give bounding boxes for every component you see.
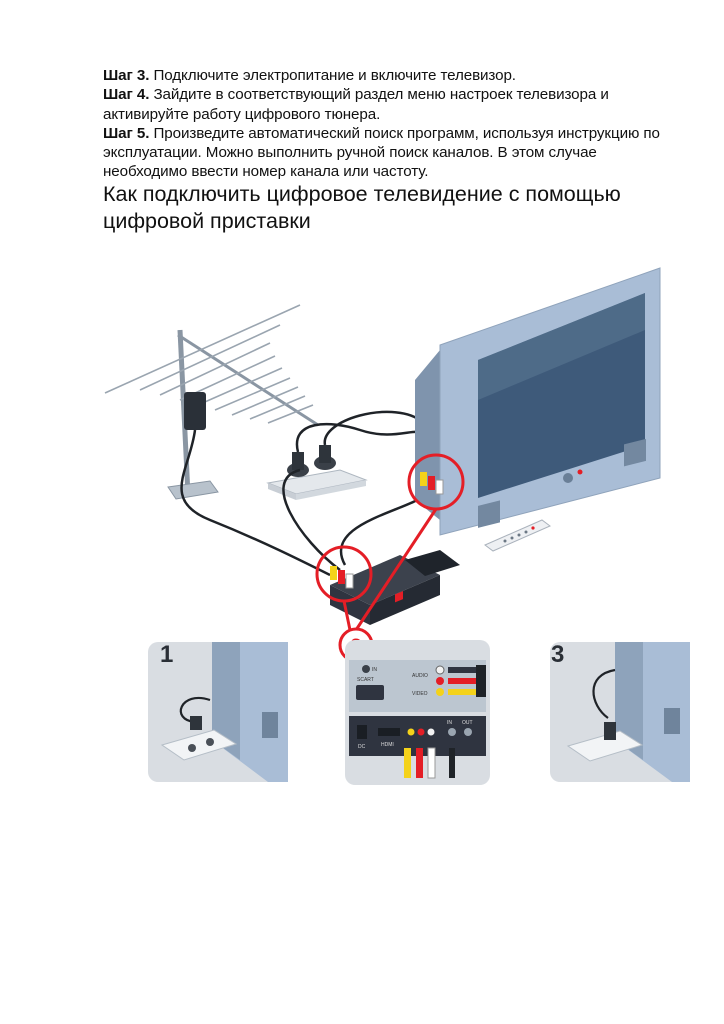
dc-label: DC — [358, 744, 366, 750]
step-4: Шаг 4. Зайдите в соответствующий раздел … — [103, 85, 663, 124]
step-3: Шаг 3. Подключите электропитание и включ… — [103, 66, 663, 85]
receiver — [330, 550, 460, 625]
step-3-text: Подключите электропитание и включите тел… — [149, 67, 516, 84]
step-5: Шаг 5. Произведите автоматический поиск … — [103, 124, 663, 182]
step-5-label: Шаг 5. — [103, 124, 150, 142]
antenna — [104, 304, 319, 500]
panel-3-number: 3 — [551, 641, 564, 668]
step-5-text: Произведите автоматический поиск програм… — [103, 124, 660, 181]
in-label-2: IN — [447, 720, 452, 726]
tv — [415, 267, 661, 536]
out-label: OUT — [462, 720, 473, 726]
page-heading: Как подключить цифровое телевидение с по… — [103, 182, 621, 233]
panel-3: 3 — [550, 641, 690, 782]
step-4-label: Шаг 4. — [103, 86, 150, 104]
audio-label: AUDIO — [412, 673, 428, 679]
scart-label: SCART — [357, 677, 374, 683]
video-label: VIDEO — [412, 691, 428, 697]
panel-1: 1 — [148, 641, 288, 782]
step-3-label: Шаг 3. — [103, 67, 150, 84]
step-4-text: Зайдите в соответствующий раздел меню на… — [103, 86, 609, 123]
power-strip — [266, 445, 368, 500]
tv-remote — [484, 519, 551, 552]
steps-text: Шаг 3. Подключите электропитание и включ… — [103, 66, 663, 182]
panel-1-number: 1 — [160, 641, 173, 668]
in-label: IN — [372, 667, 377, 673]
panel-2: SCART IN AUDIO VIDEO DC HDMI IN OUT — [345, 640, 490, 785]
hdmi-label: HDMI — [381, 742, 394, 748]
